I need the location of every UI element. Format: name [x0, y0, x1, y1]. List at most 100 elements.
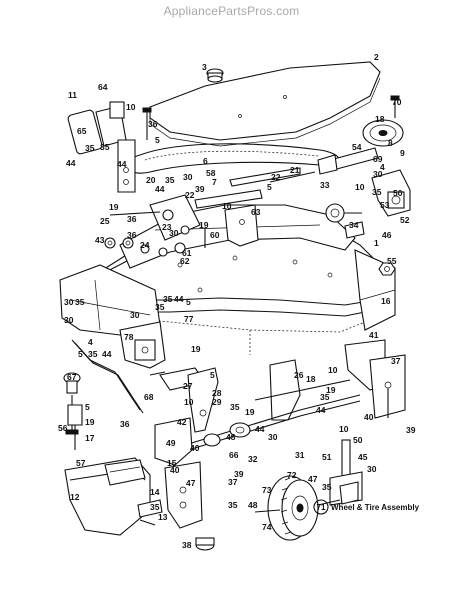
svg-text:35: 35 — [165, 175, 175, 185]
svg-text:5: 5 — [85, 402, 90, 412]
svg-text:6: 6 — [203, 156, 208, 166]
svg-text:3: 3 — [202, 62, 207, 72]
svg-text:35: 35 — [372, 187, 382, 197]
caster-bracket-left — [154, 417, 203, 529]
svg-text:63: 63 — [251, 207, 261, 217]
svg-text:27: 27 — [183, 381, 193, 391]
svg-text:20: 20 — [146, 175, 156, 185]
svg-text:21: 21 — [290, 165, 300, 175]
svg-text:44: 44 — [117, 159, 127, 169]
spindle-pulley — [317, 119, 404, 175]
svg-text:35: 35 — [228, 500, 238, 510]
svg-text:54: 54 — [352, 142, 362, 152]
svg-text:40: 40 — [190, 443, 200, 453]
svg-text:40: 40 — [364, 412, 374, 422]
svg-text:48: 48 — [226, 432, 236, 442]
svg-text:35: 35 — [322, 482, 332, 492]
svg-text:62: 62 — [180, 256, 190, 266]
svg-text:30: 30 — [64, 297, 74, 307]
svg-text:10: 10 — [328, 365, 338, 375]
svg-text:10: 10 — [222, 201, 232, 211]
svg-text:12: 12 — [70, 492, 80, 502]
svg-text:29: 29 — [212, 397, 222, 407]
svg-text:34: 34 — [349, 220, 359, 230]
svg-text:58: 58 — [206, 168, 216, 178]
wheel-tire-assembly — [254, 475, 341, 541]
svg-text:7: 7 — [212, 177, 217, 187]
svg-text:19: 19 — [109, 202, 119, 212]
svg-text:47: 47 — [186, 478, 196, 488]
svg-text:32: 32 — [248, 454, 258, 464]
svg-text:39: 39 — [234, 469, 244, 479]
svg-text:44: 44 — [255, 424, 265, 434]
svg-text:22: 22 — [271, 172, 281, 182]
discharge-chute — [64, 457, 163, 536]
svg-text:26: 26 — [294, 370, 304, 380]
svg-text:65: 65 — [77, 126, 87, 136]
svg-text:35: 35 — [163, 294, 173, 304]
svg-text:18: 18 — [306, 374, 316, 384]
svg-text:44: 44 — [155, 184, 165, 194]
svg-text:78: 78 — [124, 332, 134, 342]
svg-text:5: 5 — [267, 182, 272, 192]
svg-text:5: 5 — [155, 135, 160, 145]
svg-text:23: 23 — [162, 222, 172, 232]
svg-text:25: 25 — [100, 216, 110, 226]
svg-text:15: 15 — [167, 458, 177, 468]
svg-text:70: 70 — [392, 97, 402, 107]
svg-text:9: 9 — [400, 148, 405, 158]
svg-text:30: 30 — [169, 228, 179, 238]
svg-text:8: 8 — [388, 138, 393, 148]
svg-text:13: 13 — [158, 512, 168, 522]
svg-text:30: 30 — [268, 432, 278, 442]
svg-text:10: 10 — [184, 397, 194, 407]
svg-text:35: 35 — [150, 502, 160, 512]
svg-text:50: 50 — [353, 435, 363, 445]
svg-text:47: 47 — [308, 474, 318, 484]
svg-text:4: 4 — [380, 162, 385, 172]
svg-text:33: 33 — [320, 180, 330, 190]
svg-text:53: 53 — [380, 200, 390, 210]
callout-number: 71 — [317, 503, 326, 512]
svg-text:49: 49 — [166, 438, 176, 448]
svg-text:19: 19 — [326, 385, 336, 395]
svg-text:19: 19 — [245, 407, 255, 417]
svg-text:19: 19 — [199, 220, 209, 230]
svg-text:2: 2 — [374, 52, 379, 62]
deck-cover-plate — [149, 61, 381, 147]
svg-text:57: 57 — [76, 458, 86, 468]
part-number-labels: 2 3 64 10 11 36 65 5 35 35 44 44 70 18 5… — [58, 52, 416, 550]
svg-text:10: 10 — [339, 424, 349, 434]
svg-text:64: 64 — [98, 82, 108, 92]
svg-text:38: 38 — [182, 540, 192, 550]
svg-text:44: 44 — [174, 294, 184, 304]
svg-text:60: 60 — [210, 230, 220, 240]
svg-text:19: 19 — [85, 417, 95, 427]
svg-text:35: 35 — [320, 392, 330, 402]
svg-text:73: 73 — [262, 485, 272, 495]
svg-text:61: 61 — [182, 248, 192, 258]
svg-text:77: 77 — [184, 314, 194, 324]
svg-text:22: 22 — [185, 190, 195, 200]
svg-text:14: 14 — [150, 487, 160, 497]
svg-text:36: 36 — [127, 230, 137, 240]
svg-text:39: 39 — [406, 425, 416, 435]
hardware-cluster-left — [104, 211, 206, 257]
lift-link-rod — [63, 339, 144, 435]
svg-text:1: 1 — [374, 238, 379, 248]
svg-text:24: 24 — [140, 240, 150, 250]
callout-label: Wheel & Tire Assembly — [331, 503, 420, 512]
svg-text:30: 30 — [130, 310, 140, 320]
rear-pivot-bracket — [119, 321, 166, 369]
svg-text:10: 10 — [126, 102, 136, 112]
svg-text:35: 35 — [100, 142, 110, 152]
bolt-part — [139, 519, 156, 526]
yoke-part — [67, 404, 83, 450]
svg-text:5: 5 — [78, 349, 83, 359]
wheel-tire-callout: 71 Wheel & Tire Assembly — [313, 499, 420, 515]
svg-text:67: 67 — [67, 372, 77, 382]
knob-part — [206, 68, 224, 83]
left-spindle-assembly — [67, 101, 136, 193]
svg-text:17: 17 — [85, 433, 95, 443]
svg-text:31: 31 — [295, 450, 305, 460]
